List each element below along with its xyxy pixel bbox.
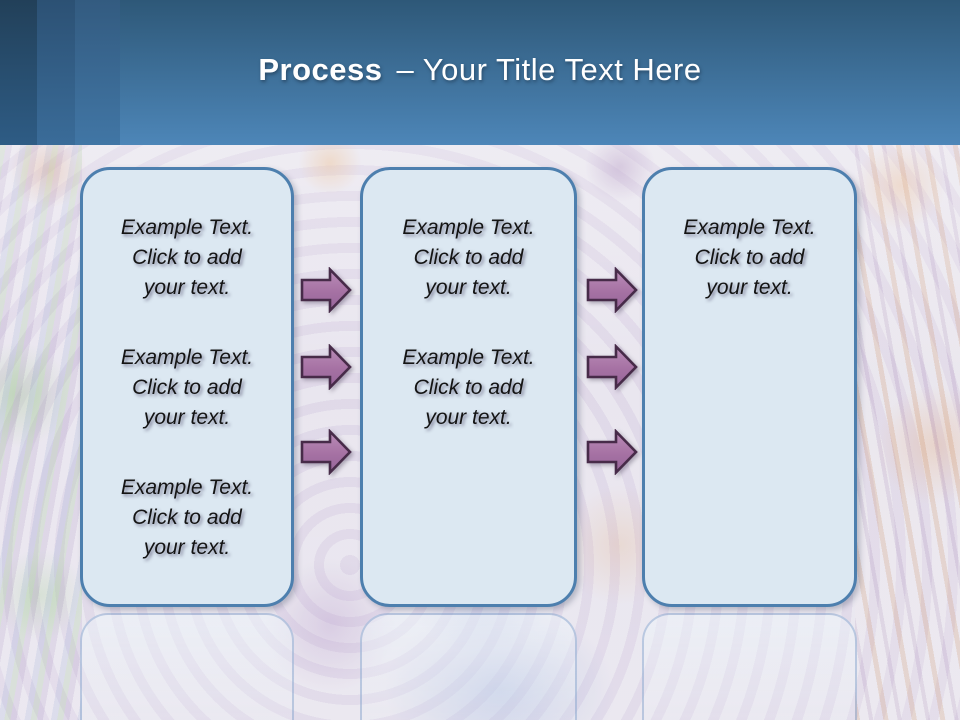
box-reflection-2 [360, 613, 577, 720]
box-reflection-1 [80, 613, 294, 720]
slide-header: Process – Your Title Text Here [0, 0, 960, 145]
header-stripe-dark [0, 0, 37, 145]
placeholder-text-block: Example Text. Click to add your text. [120, 346, 254, 429]
header-stripe-medium [37, 0, 75, 145]
right-arrow-icon [586, 267, 638, 313]
right-texture-strip [855, 145, 960, 720]
placeholder-text-block: Example Text. Click to add your text. [402, 346, 535, 429]
right-arrow-icon [586, 429, 638, 475]
process-box-1: Example Text. Click to add your text. Ex… [80, 167, 294, 607]
placeholder-text-block: Example Text. Click to add your text. [402, 216, 535, 299]
title-keyword: Process [258, 52, 383, 87]
header-stripe-light [75, 0, 120, 145]
right-arrow-icon [586, 344, 638, 390]
right-arrow-icon [300, 344, 352, 390]
placeholder-text-block: Example Text. Click to add your text. [683, 216, 816, 299]
right-arrow-icon [300, 267, 352, 313]
process-box-3: Example Text. Click to add your text. [642, 167, 857, 607]
title-suffix: – Your Title Text Here [396, 52, 702, 87]
slide-title: Process – Your Title Text Here [0, 52, 960, 88]
process-box-2: Example Text. Click to add your text. Ex… [360, 167, 577, 607]
left-texture-strip [0, 145, 82, 720]
right-arrow-icon [300, 429, 352, 475]
placeholder-text-block: Example Text. Click to add your text. [120, 476, 254, 559]
box-reflection-3 [642, 613, 857, 720]
placeholder-text-block: Example Text. Click to add your text. [120, 216, 254, 299]
